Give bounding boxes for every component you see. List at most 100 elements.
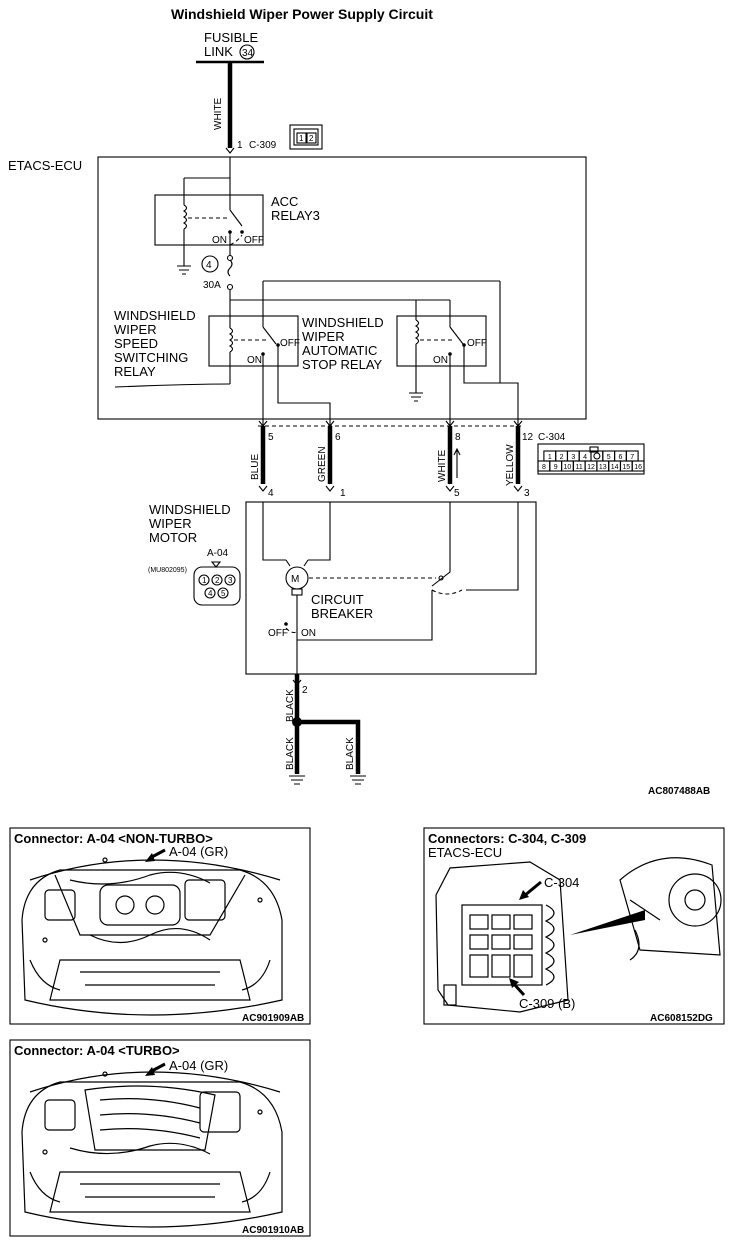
c309-connector-label: C-309 [249,140,277,151]
fusible-link-number-circle [239,44,255,60]
stop-relay-switch [449,326,464,345]
motor-label-2: WIPER [149,516,192,531]
motor-pin-1: 1 [340,488,346,499]
speed-relay-label-3: SPEED [114,336,158,351]
wire-color-white: WHITE [437,449,448,482]
panel3-title: Connector: A-04 <TURBO> [14,1043,180,1058]
panel2-subtitle: ETACS-ECU [428,845,502,860]
etacs-pin-12: 12 [522,432,534,443]
speed-relay-coil [228,327,234,353]
acc-relay-on: ON [212,235,227,246]
motor-connector-part: (MU802095) [148,567,187,574]
diagram-title: Windshield Wiper Power Supply Circuit [171,6,433,22]
acc-relay-switch [229,209,243,227]
wire-color-black-right: BLACK [345,737,356,770]
a04-pin-1: 1 [202,576,207,585]
acc-relay-off: OFF [244,235,264,246]
panel2-pointer-icon [570,910,645,935]
fusible-link-label-2: LINK [204,44,233,59]
circuit-breaker-off: OFF [268,628,288,639]
acc-relay-box [154,194,264,246]
panel1-callout: A-04 (GR) [169,844,228,859]
c304-pin-cell [631,460,645,472]
acc-relay-label-1: ACC [271,194,298,209]
wire-color-black-main: BLACK [285,689,296,722]
motor-pin-4: 4 [268,488,274,499]
c304-pin-label: 12 [587,464,595,471]
speed-relay-box [208,315,299,367]
wiper-motor-box [245,501,537,675]
motor-ground-pin: 2 [302,685,308,696]
c309-pin-2: 2 [309,134,314,143]
fuse-number-circle [201,255,219,273]
wire-color-yellow: YELLOW [505,444,516,486]
stop-relay-label-4: STOP RELAY [302,357,383,372]
panel-a04-non-turbo: Connector: A-04 <NON-TURBO> A-04 (GR) AC… [9,827,311,1025]
c304-pin-label: 3 [571,454,575,461]
wire-color-blue: BLUE [250,454,261,480]
etacs-pin-6: 6 [335,432,341,443]
c304-pin-label: 7 [630,454,634,461]
a04-pin-2: 2 [215,576,220,585]
panel2-arrow-c304-icon [523,880,542,898]
c309-chevron [225,147,235,154]
a04-connector-icon: 1 2 3 4 5 [193,561,241,606]
c304-pin-label: 11 [576,464,583,471]
ground-symbol-right [350,775,366,785]
c304-pin-label: 2 [560,454,564,461]
c304-pin-label: 14 [611,464,619,471]
etacs-pin-5: 5 [268,432,274,443]
etacs-pin-8: 8 [455,432,461,443]
stop-relay-label-1: WINDSHIELD [302,315,384,330]
circuit-breaker-label-2: BREAKER [311,606,373,621]
black-wire-right [297,719,361,774]
c304-pin-label: 5 [607,454,611,461]
fuse-symbol [227,259,233,277]
c309-pin-label: 1 [237,140,243,151]
motor-connector-label: A-04 [207,548,229,559]
etacs-ecu-box [97,156,587,420]
circuit-breaker-on: ON [301,628,316,639]
panel1-code: AC901909AB [242,1013,304,1024]
panel1-engine-bay-illustration [21,857,283,1016]
c304-pin-label: 8 [542,464,546,471]
c304-key-hole [593,452,601,460]
c309-connector-icon: 1 2 [289,124,323,150]
speed-relay-off: OFF [280,338,300,349]
c304-connector-label: C-304 [538,432,566,443]
panel2-callout-c304: C-304 [544,875,579,890]
diagram-code: AC807488AB [648,786,710,797]
current-direction-arrow [453,447,461,478]
wire-color-white-top: WHITE [213,97,224,130]
circuit-breaker-label-1: CIRCUIT [311,592,364,607]
speed-relay-label-2: WIPER [114,322,157,337]
svg-text:M: M [291,574,299,585]
panel2-title: Connectors: C-304, C-309 [428,831,586,846]
etacs-ecu-label: ETACS-ECU [8,158,82,173]
c304-pin-label: 1 [548,454,552,461]
speed-relay-switch [262,326,277,345]
motor-pin-3: 3 [524,488,530,499]
a04-pin-4: 4 [208,589,213,598]
stop-relay-box [396,315,487,367]
panel-a04-turbo: Connector: A-04 <TURBO> A-04 (GR) AC9019… [9,1039,311,1237]
fuse-rating: 30A [203,280,221,291]
speed-relay-label-4: SWITCHING [114,350,188,365]
stop-ground-symbol [409,392,423,402]
panel2-code: AC608152DG [650,1013,713,1024]
speed-relay-label-1: WINDSHIELD [114,308,196,323]
c304-pin-label: 13 [599,464,607,471]
panel3-callout: A-04 (GR) [169,1058,228,1073]
a04-pin-5: 5 [221,589,226,598]
panel1-title: Connector: A-04 <NON-TURBO> [14,831,213,846]
acc-ground-symbol [177,265,191,275]
a04-pin-3: 3 [228,576,233,585]
motor-auto-stop-switch [431,502,451,587]
motor-label-1: WINDSHIELD [149,502,231,517]
stop-relay-label-3: AUTOMATIC [302,343,377,358]
stop-relay-on: ON [433,355,448,366]
panel3-code: AC901910AB [242,1225,304,1236]
ground-symbol-left [289,775,305,785]
fusible-link-number: 34 [242,48,254,59]
speed-relay-on: ON [247,355,262,366]
